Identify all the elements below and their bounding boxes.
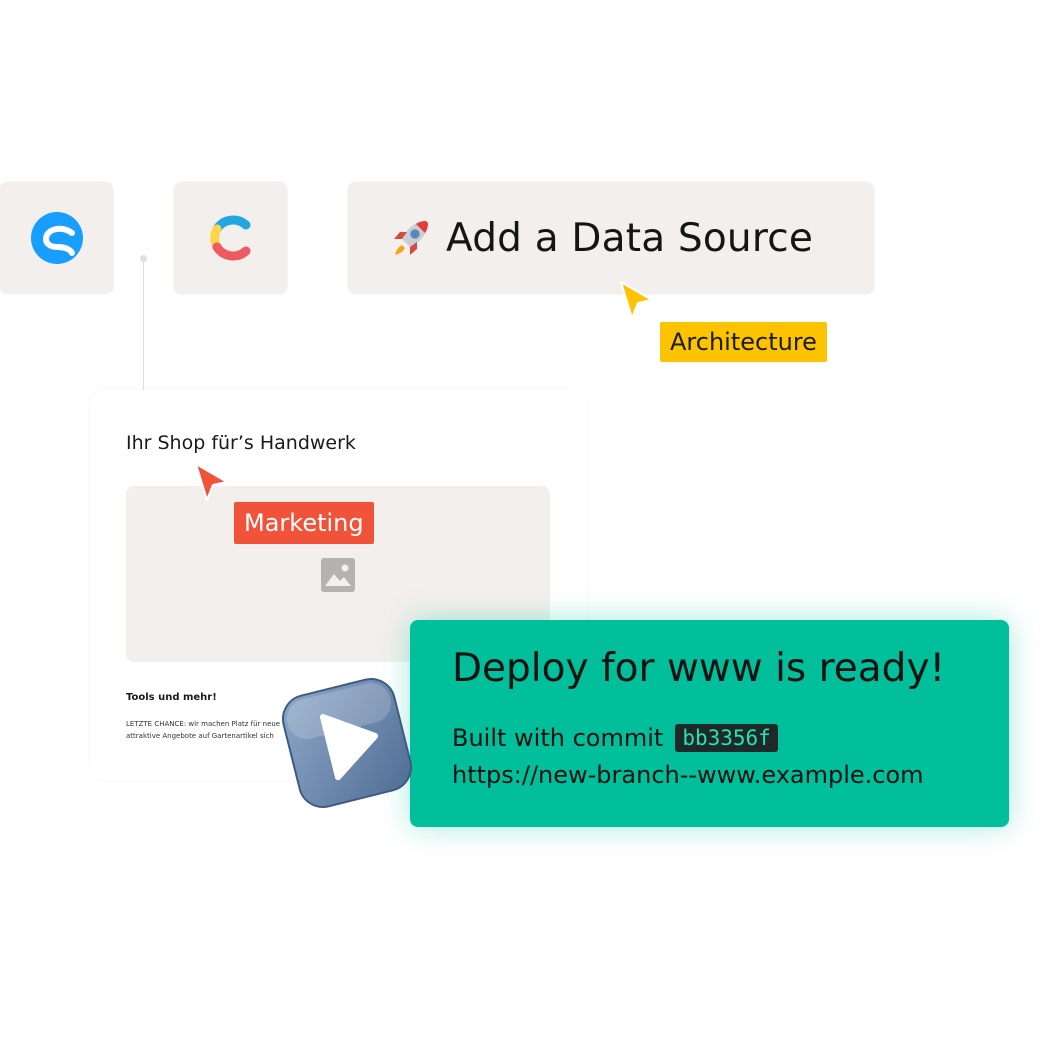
contentful-integration-tile[interactable] (174, 182, 287, 294)
add-data-source-label: Add a Data Source (446, 215, 814, 261)
deploy-url-link[interactable]: https://new-branch--www.example.com (452, 761, 924, 789)
connector-dot (140, 255, 147, 262)
commit-hash[interactable]: bb3356f (675, 724, 778, 752)
image-icon (321, 558, 355, 592)
deploy-commit-row: Built with commit bb3356f (452, 724, 778, 752)
commit-prefix: Built with commit (452, 724, 664, 752)
play-button-icon[interactable] (272, 668, 422, 818)
deploy-notification[interactable]: Deploy for www is ready! Built with comm… (410, 620, 1009, 827)
add-data-source-button[interactable]: Add a Data Source (348, 182, 874, 294)
shop-body-text: LETZTE CHANCE: wir machen Platz für neue… (126, 718, 296, 742)
shopware-integration-tile[interactable] (0, 182, 113, 294)
shop-subtitle: Tools und mehr! (126, 692, 217, 703)
shopware-logo-icon (31, 212, 83, 264)
architecture-tag: Architecture (660, 322, 827, 362)
marketing-tag: Marketing (234, 502, 374, 544)
contentful-logo-icon (210, 215, 251, 261)
shop-body-line: attraktive Angebote auf Gartenartikel si… (126, 732, 274, 740)
deploy-title: Deploy for www is ready! (452, 646, 946, 691)
cursor-arrow-icon (195, 463, 228, 501)
connector-line (143, 258, 144, 390)
shop-body-line: LETZTE CHANCE: wir machen Platz für neue (126, 720, 281, 728)
shop-title: Ihr Shop für’s Handwerk (126, 432, 356, 454)
cursor-arrow-icon (620, 281, 653, 319)
rocket-icon (394, 221, 428, 255)
